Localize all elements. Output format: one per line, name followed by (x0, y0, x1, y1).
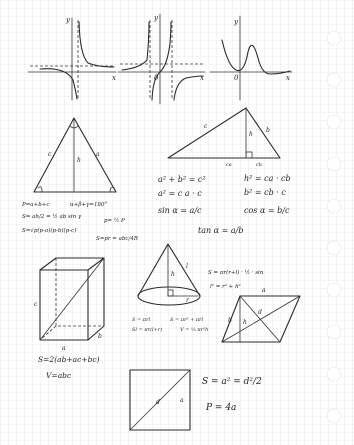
formula-cone-volume: V = ⅓ πr²h (180, 327, 208, 333)
formula-sine: sin α = a/c (158, 206, 202, 215)
square-d-label: d (156, 399, 160, 406)
cone-l-label: l (186, 263, 188, 270)
formula-cone-lateral-area: S = πrl (132, 317, 150, 323)
triangle-isosceles: h c a (33, 117, 117, 193)
tri2-c-label: c (204, 123, 208, 130)
box-b-label: b (98, 333, 102, 340)
triangle-formulas: P=a+b+c α+β+γ=180° S= ah/2 = ½ ab sin γ … (21, 202, 138, 242)
graph1-y-label: y (65, 16, 71, 24)
graph2-x-label: x (200, 74, 204, 82)
formula-heron: S=√p(p-a)(p-b)(p-c) (22, 227, 76, 234)
graph3-zero-label: 0 (234, 74, 239, 82)
graph3-x-label: x (286, 74, 290, 82)
formula-cone-lateral: S = πr(r+l) · ½ · sin (208, 269, 264, 276)
formula-box-volume: V=abc (46, 371, 72, 380)
right-triangle-formulas: a² + b² = c² a² = c a · c sin α = a/c h²… (158, 174, 291, 235)
cone-h-label: h (171, 271, 175, 278)
tri2-ca-label: ca (226, 162, 232, 168)
formula-tangent: tan α = a/b (198, 226, 243, 235)
graph2-y-label: y (153, 14, 159, 22)
formula-cone-full-area: S = πr² + πrl (170, 317, 204, 323)
box-a-label: a (62, 345, 66, 352)
para-b-label: b (228, 317, 232, 324)
formula-box-area: S=2(ab+ac+bc) (38, 355, 100, 364)
formula-square-area: S = a² = d²/2 (202, 377, 262, 387)
square-a-label: a (180, 397, 184, 404)
formula-cone-slant: l² = r² + h² (210, 283, 241, 290)
binder-holes (326, 30, 342, 424)
cone: h r l (137, 243, 201, 306)
box-c-label: c (34, 301, 38, 308)
tri2-b-label: b (266, 127, 270, 134)
cone-r-label: r (186, 297, 190, 304)
graph-damped: y 0 x (209, 15, 293, 101)
tri2-h-label: h (249, 131, 253, 138)
para-a-label: a (262, 287, 266, 294)
rectangular-box: c a b (34, 257, 105, 352)
graph3-y-label: y (233, 18, 239, 26)
tri1-c-label: c (48, 151, 52, 158)
formula-cone-lateral-full: Sl = πr(l+r) (132, 326, 162, 333)
formula-pythagoras: a² + b² = c² (158, 175, 206, 184)
formula-triangle-area: S= ah/2 = ½ ab sin γ (22, 213, 82, 220)
formula-leg-a: a² = c a · c (158, 189, 202, 198)
formula-triangle-perimeter: P=a+b+c (21, 202, 49, 208)
parallelogram: a b h d (221, 287, 301, 343)
formula-h-squared: h² = ca · cb (244, 174, 291, 183)
tri1-a-label: a (96, 151, 100, 158)
square: d a (129, 369, 191, 431)
formula-square-perimeter: P = 4a (205, 403, 236, 413)
para-d-label: d (258, 309, 262, 316)
para-h-label: h (243, 319, 247, 326)
formula-semiperimeter: p= ½ P (104, 217, 125, 224)
graph-hyperbola: x y (27, 16, 117, 101)
triangle-right: c b h ca cb (167, 107, 281, 168)
graph-tangent: y 0 x (117, 13, 206, 105)
formula-cosine: cos α = b/c (244, 206, 290, 215)
graph1-x-label: x (112, 74, 116, 82)
formula-inradius: S=pr = abc/4R (96, 236, 138, 242)
graph2-zero-label: 0 (154, 74, 159, 82)
tri2-cb-label: cb (256, 162, 262, 168)
formula-leg-b: b² = cb · c (244, 188, 286, 197)
tri1-h-label: h (77, 157, 81, 164)
formula-triangle-angles: α+β+γ=180° (70, 202, 108, 208)
